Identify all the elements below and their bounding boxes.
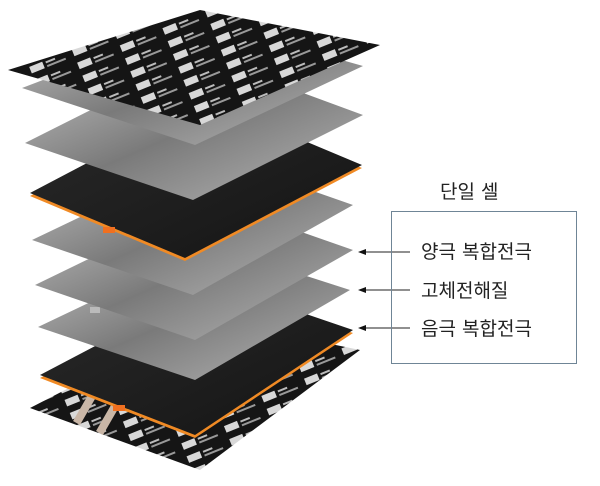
anode-composite-label: 음극 복합전극 (421, 318, 532, 340)
cathode-composite-label: 양극 복합전극 (421, 241, 532, 263)
single-cell-box (391, 211, 577, 364)
single-cell-title: 단일 셀 (440, 181, 499, 203)
terminal-tab (96, 405, 118, 435)
label-arrows (358, 249, 410, 331)
top-pouch-layer (8, 10, 380, 125)
terminal-tab (73, 395, 95, 425)
solid-electrolyte-label: 고체전해질 (421, 280, 509, 302)
